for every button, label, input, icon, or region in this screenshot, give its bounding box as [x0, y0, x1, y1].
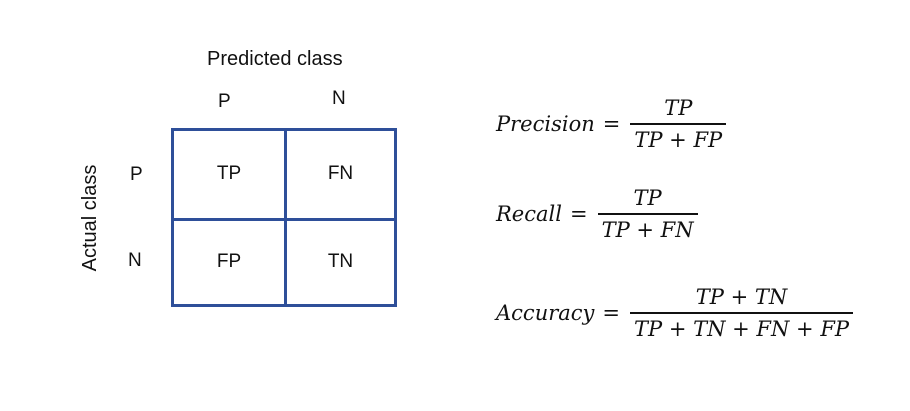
cell-false-positive: FP — [174, 217, 284, 305]
precision-formula: Precision = TP TP + FP — [496, 96, 727, 152]
row-header-n: N — [128, 250, 142, 271]
precision-fraction: TP TP + FP — [630, 96, 727, 152]
accuracy-numerator: TP + TN — [695, 285, 788, 309]
cell-true-positive: TP — [216, 163, 242, 185]
accuracy-denominator: TP + TN + FN + FP — [634, 316, 850, 341]
recall-formula: Recall = TP TP + FN — [496, 186, 698, 242]
equals-sign: = — [569, 201, 588, 226]
fraction-bar — [630, 123, 727, 125]
fraction-bar — [630, 312, 854, 314]
column-header-n: N — [332, 88, 346, 109]
cell-true-negative: TN — [284, 217, 394, 304]
row-header-p: P — [130, 164, 143, 185]
equals-sign: = — [602, 111, 621, 136]
cell-false-negative: FN — [284, 131, 394, 218]
precision-term: Precision — [496, 111, 595, 136]
precision-denominator: TP + FP — [634, 127, 723, 152]
fraction-bar — [597, 213, 698, 215]
recall-term: Recall — [496, 201, 562, 226]
actual-class-label: Actual class — [79, 164, 101, 272]
column-header-p: P — [218, 91, 231, 112]
recall-denominator: TP + FN — [601, 217, 694, 242]
accuracy-formula: Accuracy = TP + TN TP + TN + FN + FP — [496, 285, 854, 341]
precision-numerator: TP — [664, 96, 693, 120]
accuracy-fraction: TP + TN TP + TN + FN + FP — [630, 285, 854, 341]
recall-numerator: TP — [633, 186, 662, 210]
predicted-class-label: Predicted class — [207, 48, 343, 70]
accuracy-term: Accuracy — [496, 300, 595, 325]
equals-sign: = — [602, 300, 621, 325]
confusion-matrix: TP FN FP TN — [171, 128, 397, 307]
recall-fraction: TP TP + FN — [597, 186, 698, 242]
